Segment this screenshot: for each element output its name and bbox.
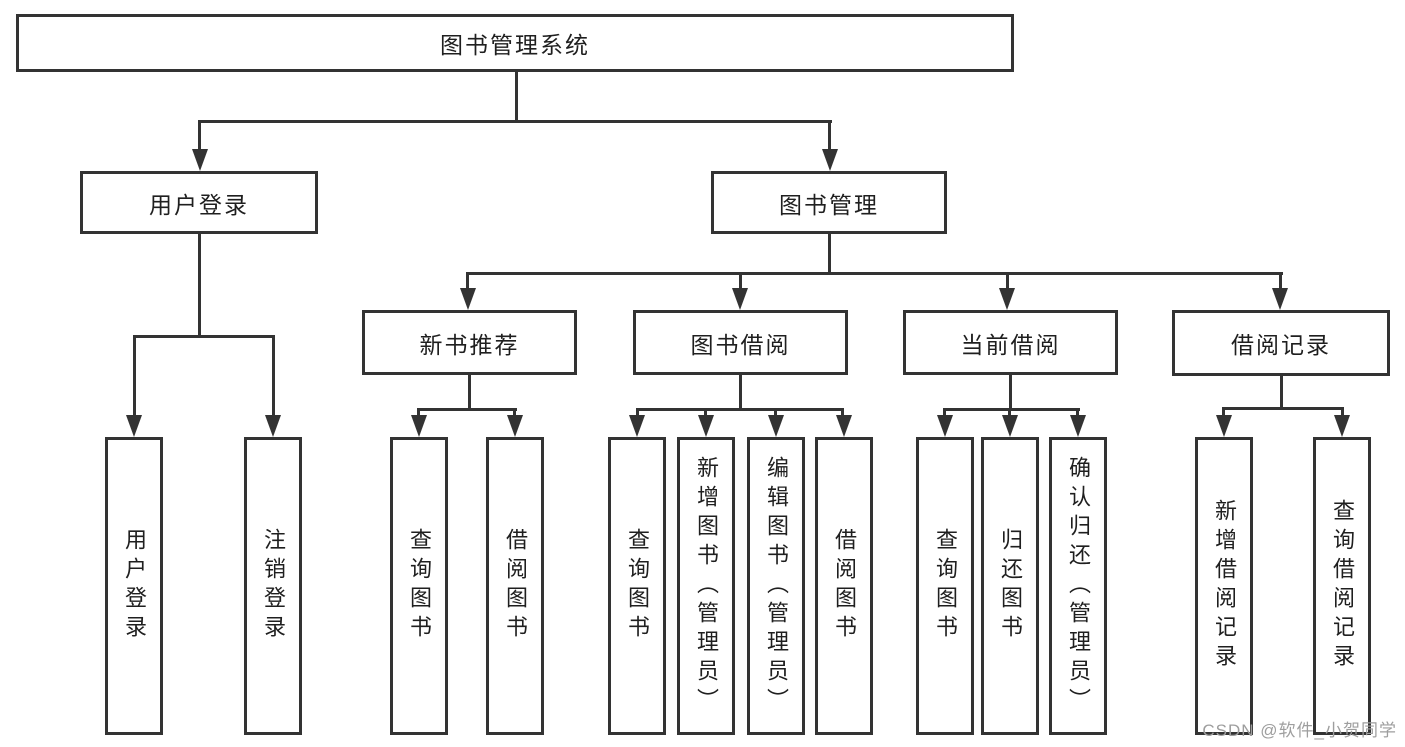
connector-line [417,408,517,411]
connector-line [943,411,946,417]
leaf-edit-books-admin: 编辑图书（管理员） [747,437,805,735]
arrowhead-icon [192,149,208,171]
leaf-label: 查询借阅记录 [1330,499,1355,673]
connector-line [1222,410,1225,417]
connector-line [198,234,201,338]
node-label: 当前借阅 [960,331,1061,358]
connector-line [704,411,707,417]
arrowhead-icon [768,415,784,437]
connector-line [774,411,777,417]
leaf-label: 查询图书 [625,528,650,644]
node-label: 图书借阅 [690,331,791,358]
node-borrow-records: 借阅记录 [1172,310,1390,376]
leaf-borrow-books: 借阅图书 [815,437,873,735]
arrowhead-icon [1002,415,1018,437]
leaf-query-books: 查询图书 [916,437,974,735]
arrowhead-icon [265,415,281,437]
leaf-label: 新增借阅记录 [1212,499,1237,673]
connector-line [513,411,516,417]
arrowhead-icon [937,415,953,437]
leaf-label: 查询图书 [933,528,958,644]
connector-line [828,234,831,275]
arrowhead-icon [411,415,427,437]
leaf-label: 编辑图书（管理员） [764,455,789,717]
arrowhead-icon [822,149,838,171]
leaf-label: 新增图书（管理员） [694,455,719,717]
connector-line [841,411,844,417]
arrowhead-icon [1216,415,1232,437]
node-book-management: 图书管理 [711,171,947,234]
leaf-add-borrow-record: 新增借阅记录 [1195,437,1253,735]
node-label: 用户登录 [149,191,249,218]
leaf-confirm-return-admin: 确认归还（管理员） [1049,437,1107,735]
connector-line [739,375,742,411]
leaf-label: 注销登录 [261,528,286,644]
leaf-label: 查询图书 [407,528,432,644]
arrowhead-icon [460,288,476,310]
leaf-label: 归还图书 [998,528,1023,644]
connector-line [1280,376,1283,410]
arrowhead-icon [507,415,523,437]
node-book-borrowing: 图书借阅 [633,310,848,375]
arrowhead-icon [629,415,645,437]
node-new-book-recommend: 新书推荐 [362,310,577,375]
connector-line [943,408,1080,411]
arrowhead-icon [698,415,714,437]
connector-line [636,408,844,411]
connector-line [198,123,201,151]
connector-line [1341,410,1344,417]
node-label: 图书管理 [779,191,879,218]
arrowhead-icon [126,415,142,437]
connector-line [1009,375,1012,411]
leaf-add-books-admin: 新增图书（管理员） [677,437,735,735]
arrowhead-icon [1272,288,1288,310]
leaf-query-books: 查询图书 [390,437,448,735]
leaf-label: 用户登录 [122,528,147,644]
connector-line [1076,411,1079,417]
node-label: 借阅记录 [1231,332,1331,358]
node-current-borrowing: 当前借阅 [903,310,1118,375]
connector-line [468,375,471,411]
leaf-label: 确认归还（管理员） [1066,455,1091,717]
node-user-login: 用户登录 [80,171,318,234]
arrowhead-icon [836,415,852,437]
node-label: 图书管理系统 [440,32,590,58]
connector-line [739,275,742,290]
arrowhead-icon [999,288,1015,310]
connector-line [636,411,639,417]
connector-line [466,272,1283,275]
leaf-query-books: 查询图书 [608,437,666,735]
connector-line [1279,275,1282,290]
connector-line [466,275,469,290]
connector-line [133,338,136,417]
connector-line [198,120,832,123]
connector-line [133,335,275,338]
connector-line [1006,275,1009,290]
connector-line [417,411,420,417]
leaf-label: 借阅图书 [832,528,857,644]
connector-line [272,338,275,417]
connector-line [1008,411,1011,417]
connector-line [828,123,831,151]
node-library-system: 图书管理系统 [16,14,1014,72]
leaf-return-books: 归还图书 [981,437,1039,735]
connector-line [1222,407,1344,410]
leaf-logout: 注销登录 [244,437,302,735]
connector-line [515,72,518,123]
node-label: 新书推荐 [419,331,520,358]
leaf-user-login: 用户登录 [105,437,163,735]
leaf-borrow-books: 借阅图书 [486,437,544,735]
arrowhead-icon [732,288,748,310]
arrowhead-icon [1070,415,1086,437]
leaf-label: 借阅图书 [503,528,528,644]
leaf-query-borrow-record: 查询借阅记录 [1313,437,1371,735]
arrowhead-icon [1334,415,1350,437]
csdn-watermark: CSDN @软件_小贺同学 [1202,721,1397,740]
